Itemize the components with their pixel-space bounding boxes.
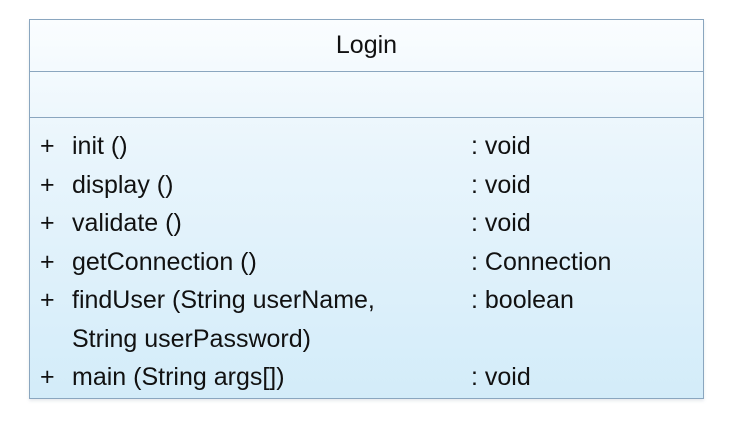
operation-signature-line: display ()	[72, 170, 174, 199]
operation-signature: validate ()	[72, 204, 182, 243]
operation-return-type: : void	[471, 170, 531, 199]
operation-visibility: +	[40, 286, 55, 314]
operation-row: + getConnection () : Connection	[30, 243, 703, 282]
operation-signature: getConnection ()	[72, 243, 257, 282]
operation-signature-line: init ()	[72, 132, 128, 160]
operation-return-type: : Connection	[471, 247, 612, 276]
uml-class-box: Login + init () : void + display () : vo…	[29, 19, 704, 399]
operation-return-type: : void	[471, 363, 531, 391]
attributes-compartment	[30, 71, 703, 118]
operation-signature-line: String userPassword)	[72, 324, 311, 353]
operation-visibility: +	[40, 363, 55, 391]
operation-visibility: +	[40, 247, 55, 276]
operation-visibility: +	[40, 132, 55, 160]
operation-visibility: +	[40, 209, 55, 237]
operation-row: + main (String args[]) : void	[30, 358, 703, 397]
operation-row: + display () : void	[30, 166, 703, 205]
operation-signature: display ()	[72, 166, 173, 205]
operation-signature: main (String args[])	[72, 358, 285, 397]
class-name-compartment: Login	[30, 20, 703, 72]
operation-row: + findUser (String userName, String user…	[30, 281, 703, 358]
operation-visibility: +	[40, 170, 55, 199]
operation-row: + validate () : void	[30, 204, 703, 243]
operation-return-type: : void	[471, 132, 531, 160]
operation-signature-line: findUser (String userName,	[72, 286, 375, 314]
operation-signature: findUser (String userName, String userPa…	[72, 281, 375, 358]
class-name: Login	[335, 31, 398, 59]
operation-return-type: : boolean	[471, 286, 574, 314]
operation-signature-line: validate ()	[72, 209, 182, 237]
operation-signature-line: getConnection ()	[72, 247, 257, 276]
operation-signature-line: main (String args[])	[72, 363, 285, 391]
operations-compartment: + init () : void + display () : void + v…	[30, 127, 703, 397]
operation-signature: init ()	[72, 127, 128, 166]
operation-return-type: : void	[471, 209, 531, 237]
operation-row: + init () : void	[30, 127, 703, 166]
